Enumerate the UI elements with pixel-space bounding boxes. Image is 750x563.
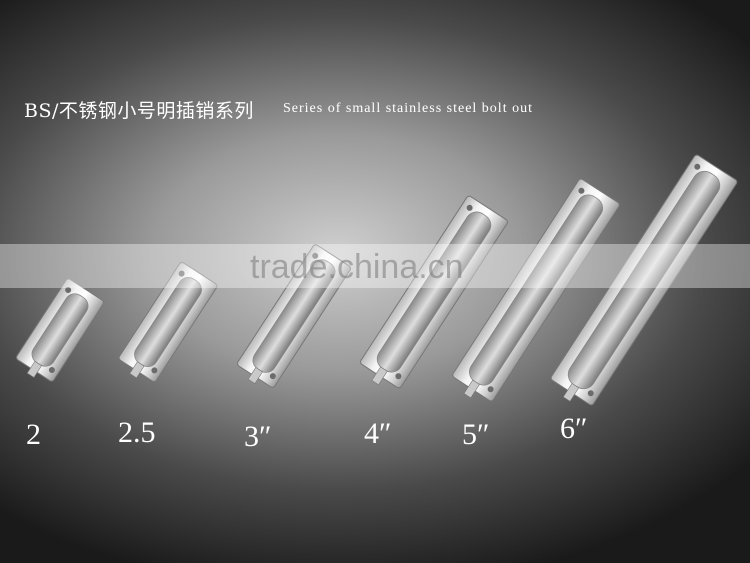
title-english: Series of small stainless steel bolt out [283,101,533,116]
bolt-size-3 [236,244,352,388]
size-label-2: 2 [26,418,41,451]
size-label-2-5: 2.5 [118,416,156,449]
title-chinese: BS/不锈钢小号明插销系列 [24,100,254,122]
bolt-size-2-5 [118,262,218,382]
bolt-size-4 [360,195,508,389]
bolt-size-2 [16,278,104,382]
size-label-5: 5″ [462,418,490,451]
size-label-4: 4″ [364,417,392,450]
size-label-3: 3″ [244,420,272,453]
bolt-size-5 [452,178,620,402]
watermark-text: trade.china.cn [250,248,464,286]
watermark-band [0,244,750,288]
bolt-size-6 [550,154,738,406]
size-label-6: 6″ [560,412,588,445]
